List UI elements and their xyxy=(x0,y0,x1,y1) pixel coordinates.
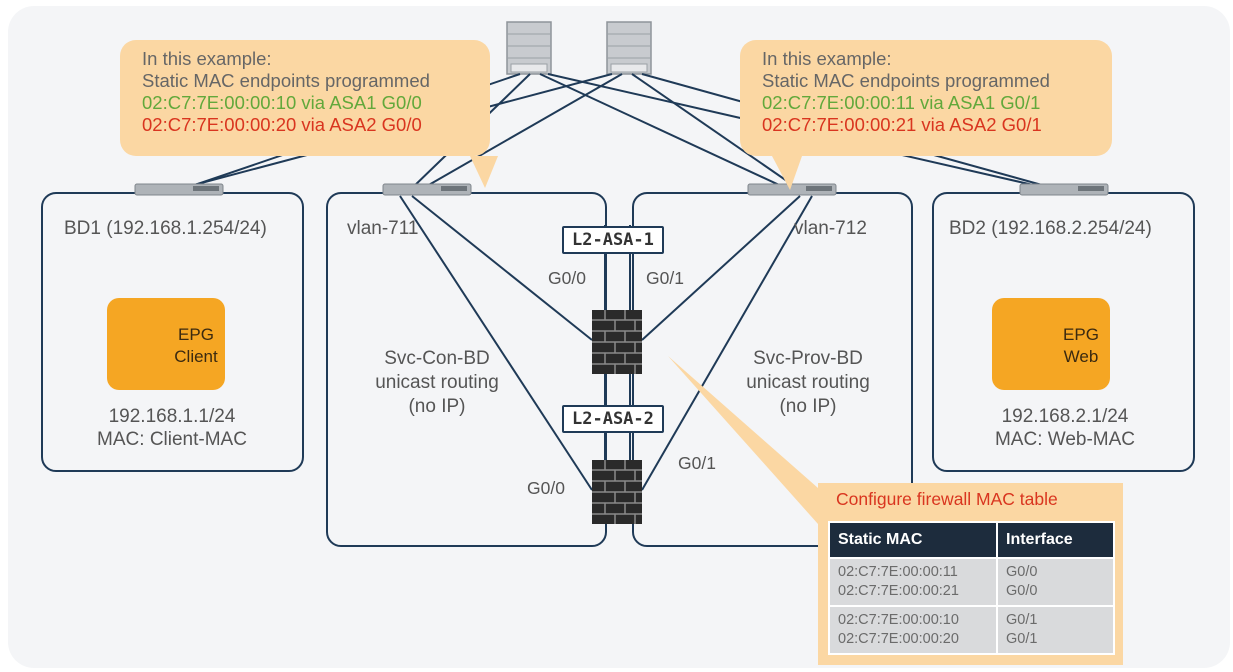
mac-table: Static MAC Interface 02:C7:7E:00:00:11 0… xyxy=(828,521,1115,655)
mac-value: 02:C7:7E:00:00:20 xyxy=(838,631,959,647)
mac-table-title: Configure firewall MAC table xyxy=(836,489,1058,509)
firewall-icon-asa1 xyxy=(592,310,642,374)
epg-web-line2: Web xyxy=(1063,347,1099,366)
interface-value: G0/0 xyxy=(1006,583,1038,599)
leaf-switch-3 xyxy=(747,183,837,196)
vlan-712-label: vlan-712 xyxy=(794,218,867,239)
firewall-icon-asa2 xyxy=(592,460,642,524)
client-ip: 192.168.1.1/24 xyxy=(108,406,236,427)
callout-left-green: 02:C7:7E:00:00:10 via ASA1 G0/0 xyxy=(142,92,422,113)
svc-con-line3: (no IP) xyxy=(408,396,466,417)
epg-web-line1: EPG xyxy=(1063,325,1099,344)
bd1-title: BD1 (192.168.1.254/24) xyxy=(64,218,267,239)
epg-client-line1: EPG xyxy=(178,325,214,344)
mac-table-callout: Configure firewall MAC table Static MAC … xyxy=(818,483,1123,665)
asa1-right-if: G0/1 xyxy=(646,268,684,288)
callout-right-tail xyxy=(772,156,802,190)
callout-left-line1: In this example: xyxy=(142,48,272,69)
spine-switch-1 xyxy=(506,21,552,75)
callout-right-green: 02:C7:7E:00:00:11 via ASA1 G0/1 xyxy=(762,92,1041,113)
interface-value: G0/0 xyxy=(1006,564,1038,580)
epg-web-label: EPG Web xyxy=(1054,324,1108,368)
client-mac: MAC: Client-MAC xyxy=(97,429,247,450)
epg-client: EPG Client xyxy=(107,298,225,390)
epg-client-label: EPG Client xyxy=(169,324,223,368)
leaf-switch-4 xyxy=(1019,183,1109,196)
asa2-left-if: G0/0 xyxy=(527,478,565,498)
web-ip: 192.168.2.1/24 xyxy=(1001,406,1129,427)
bd2-title: BD2 (192.168.2.254/24) xyxy=(949,218,1152,239)
interface-cell: G0/0 G0/0 xyxy=(998,559,1113,605)
mac-table-header-row: Static MAC Interface xyxy=(830,523,1113,557)
asa2-label: L2-ASA-2 xyxy=(562,405,664,433)
asa2-right-if: G0/1 xyxy=(678,453,716,473)
asa1-label: L2-ASA-1 xyxy=(562,226,664,254)
interface-cell: G0/1 G0/1 xyxy=(998,607,1113,653)
leaf-switch-1 xyxy=(134,183,224,196)
svc-con-line2: unicast routing xyxy=(375,372,499,393)
callout-left-line2: Static MAC endpoints programmed xyxy=(142,70,430,91)
web-mac: MAC: Web-MAC xyxy=(994,429,1136,450)
callout-right-line1: In this example: xyxy=(762,48,892,69)
spine-switch-2 xyxy=(606,21,652,75)
svc-con-line1: Svc-Con-BD xyxy=(384,348,490,369)
epg-web: EPG Web xyxy=(992,298,1110,390)
mac-cell: 02:C7:7E:00:00:11 02:C7:7E:00:00:21 xyxy=(830,559,996,605)
asa-links xyxy=(399,195,813,491)
callout-left-red: 02:C7:7E:00:00:20 via ASA2 G0/0 xyxy=(142,114,422,135)
svc-prov-line3: (no IP) xyxy=(779,396,837,417)
mac-value: 02:C7:7E:00:00:11 xyxy=(838,564,958,580)
asa1-left-if: G0/0 xyxy=(548,268,586,288)
table-row: 02:C7:7E:00:00:10 02:C7:7E:00:00:20 G0/1… xyxy=(830,607,1113,653)
callout-left-tail xyxy=(470,156,498,188)
callout-left: In this example: Static MAC endpoints pr… xyxy=(120,40,490,156)
svc-prov-line2: unicast routing xyxy=(746,372,870,393)
callout-right: In this example: Static MAC endpoints pr… xyxy=(740,40,1112,156)
mac-table-pointer xyxy=(668,356,818,524)
interface-value: G0/1 xyxy=(1006,612,1038,628)
mac-cell: 02:C7:7E:00:00:10 02:C7:7E:00:00:20 xyxy=(830,607,996,653)
callout-right-line2: Static MAC endpoints programmed xyxy=(762,70,1050,91)
mac-value: 02:C7:7E:00:00:21 xyxy=(838,583,959,599)
interface-value: G0/1 xyxy=(1006,631,1038,647)
epg-client-line2: Client xyxy=(174,347,218,366)
header-static-mac: Static MAC xyxy=(830,523,996,557)
table-row: 02:C7:7E:00:00:11 02:C7:7E:00:00:21 G0/0… xyxy=(830,559,1113,605)
mac-value: 02:C7:7E:00:00:10 xyxy=(838,612,959,628)
vlan-711-label: vlan-711 xyxy=(347,218,419,239)
leaf-switch-2 xyxy=(382,183,472,196)
callout-right-red: 02:C7:7E:00:00:21 via ASA2 G0/1 xyxy=(762,114,1042,135)
svc-prov-line1: Svc-Prov-BD xyxy=(753,348,863,369)
header-interface: Interface xyxy=(998,523,1113,557)
